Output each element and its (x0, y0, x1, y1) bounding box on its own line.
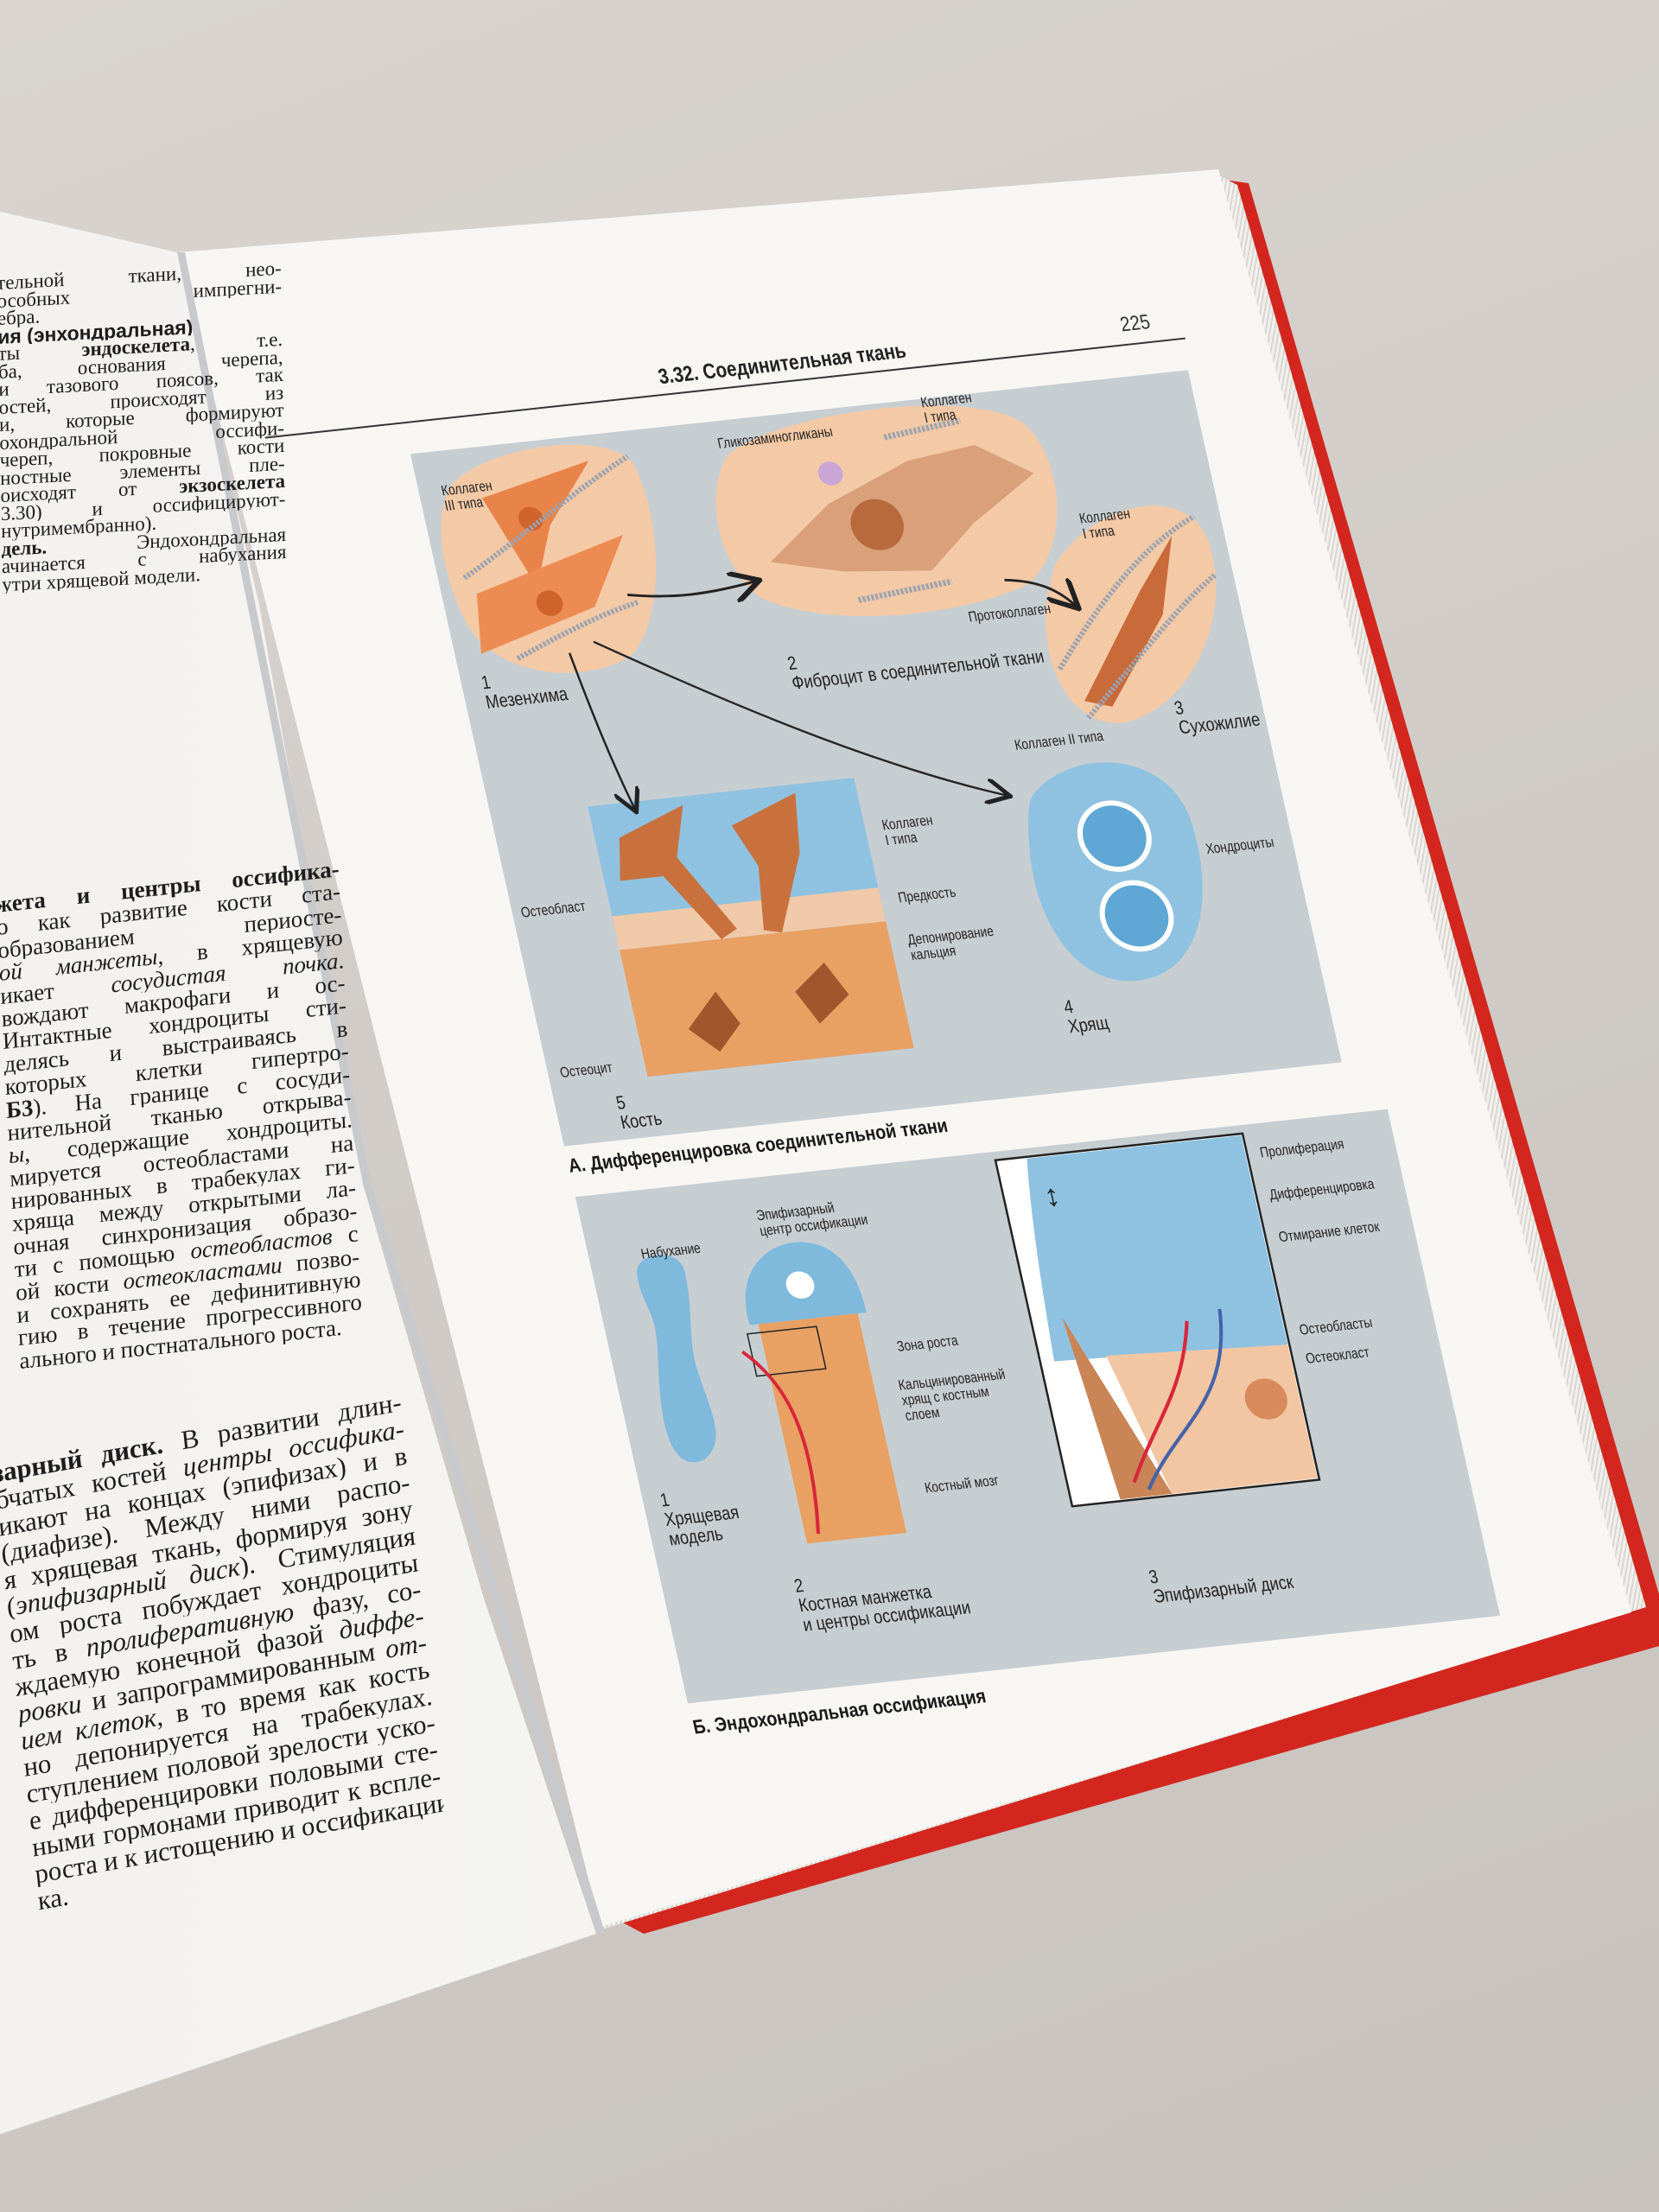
left-page-text-block: жета и центры оссифика-о как развитие ко… (0, 857, 364, 1372)
glycosaminoglycans (817, 461, 843, 486)
bone-drawing (588, 778, 914, 1077)
cartilage-drawing (1027, 762, 1203, 982)
left-page-text-block: зарный диск. В развитии длин-бчатых кост… (0, 1389, 448, 1915)
right-page-content: 3.32. Соединительная ткань 225 (264, 271, 1530, 1763)
ossification-center (785, 1271, 815, 1299)
caption-text: Кость (618, 1107, 664, 1134)
figure-a-illustration (441, 405, 1218, 1077)
cell-nucleus (536, 590, 563, 616)
collagen-fiber (462, 454, 630, 581)
osteoblast-cell (619, 804, 737, 939)
vein (1147, 1308, 1224, 1491)
osteoblast-cell (731, 792, 800, 933)
osteocyte-cell (795, 963, 849, 1024)
mesenchyme-drawing (441, 444, 656, 673)
artery (1132, 1320, 1189, 1484)
text-run: . (337, 948, 345, 974)
page-number: 225 (1117, 310, 1153, 337)
epiphyseal-disc-drawing: ↕ (994, 1132, 1321, 1508)
fibrocyte-nucleus (850, 499, 904, 550)
blood-vessel (741, 1350, 821, 1535)
cartilage-zone (1027, 1135, 1288, 1362)
left-page-text-block: тельной ткани, нео-особных импрегни-ебра… (0, 260, 287, 594)
fibrocyte-drawing (715, 405, 1058, 617)
growth-zone-box (746, 1325, 827, 1377)
arrow-to-tendon (1004, 573, 1077, 613)
collagen-fiber (516, 600, 639, 661)
prebone-layer (612, 887, 887, 950)
arrow-to-bone (568, 652, 635, 813)
caption-text: Хрящ (1065, 1011, 1111, 1038)
cartilage-model (637, 1255, 716, 1463)
collagen-fiber (857, 578, 953, 603)
tendon-drawing (1046, 505, 1218, 723)
cartilage-model-drawing (637, 1255, 716, 1463)
italic-term: ы (8, 1141, 25, 1167)
collagen-fiber (1086, 572, 1218, 720)
fibrocyte-cell (770, 444, 1034, 572)
collagen-fiber (883, 417, 962, 441)
osteoclast (1244, 1378, 1287, 1420)
collagen-fiber (1057, 514, 1196, 671)
arrow-to-fibrocyte (627, 581, 759, 601)
arrow-to-cartilage (593, 640, 1008, 836)
bold-term: Б3 (5, 1094, 35, 1122)
chondrocyte-inner (1083, 805, 1147, 868)
chondrocyte-inner (1104, 885, 1169, 947)
bone-cuff-drawing (741, 1242, 907, 1544)
diaphysis (758, 1313, 907, 1544)
cell-nucleus (518, 506, 543, 531)
tendon-cell (1084, 536, 1173, 707)
osteocyte-cell (688, 991, 741, 1052)
calcified-bone-layer (620, 921, 914, 1077)
figure-b-illustration: ↕ (637, 1132, 1321, 1544)
